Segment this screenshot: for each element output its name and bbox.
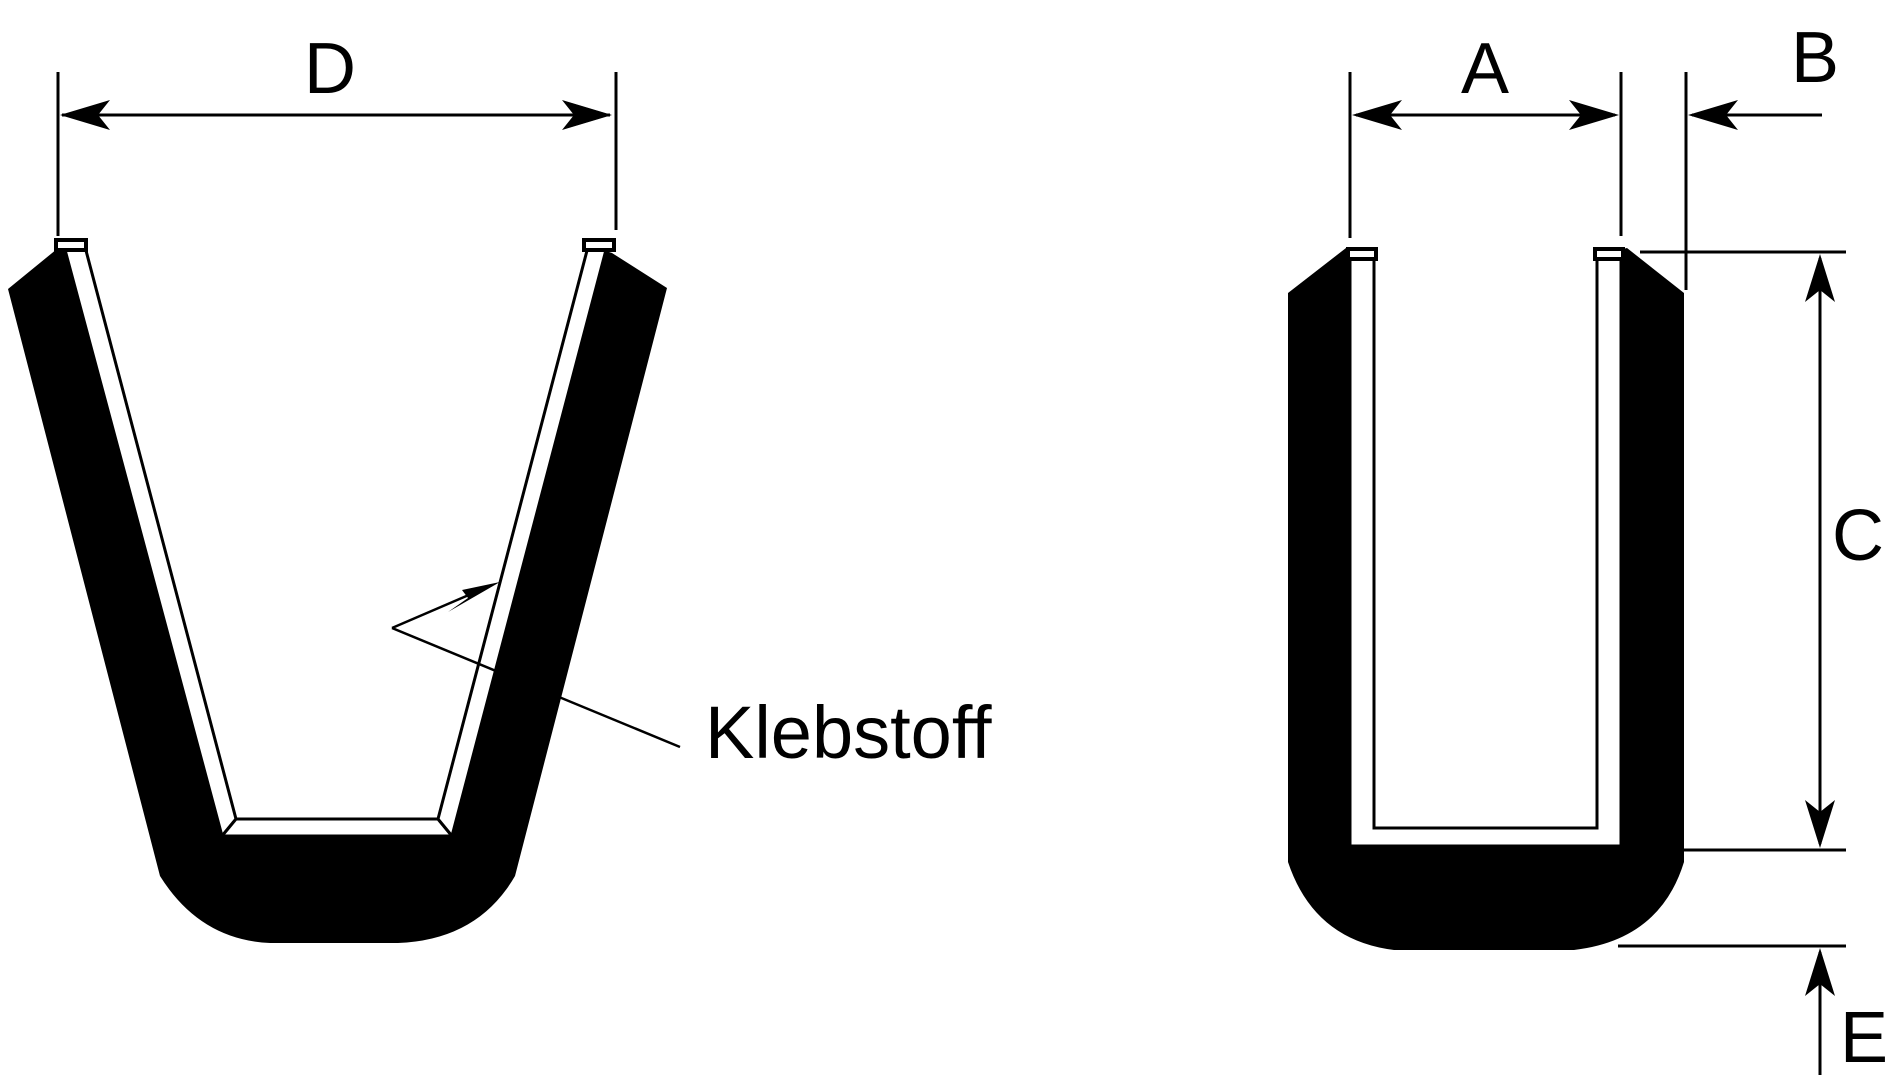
v-profile-group <box>8 238 667 943</box>
u-inner-cavity <box>1381 255 1590 821</box>
dimension-a: A <box>1348 29 1623 238</box>
v-inner-cavity <box>92 247 580 812</box>
dim-d-label: D <box>304 29 356 109</box>
v-profile-body <box>8 244 667 943</box>
dim-a-label: A <box>1461 29 1509 109</box>
adhesive-label: Klebstoff <box>705 691 992 774</box>
v-adhesive-layer-bottom <box>218 817 456 838</box>
dim-c-arrow-top <box>1805 254 1835 302</box>
adhesive-callout: Klebstoff <box>391 582 992 774</box>
dimension-d: D <box>56 29 618 236</box>
v-end-tab-right <box>582 238 616 252</box>
callout-leader-lower <box>391 626 681 749</box>
callout-arrowhead <box>448 582 500 612</box>
u-end-tab-right <box>1593 247 1625 261</box>
dim-e-arrow <box>1805 948 1835 996</box>
u-profile-group <box>1288 247 1684 950</box>
dimension-c: C <box>1640 250 1884 852</box>
dimension-e: E <box>1618 944 1888 1078</box>
dim-e-label: E <box>1840 998 1888 1078</box>
dimension-b: B <box>1684 18 1839 290</box>
u-end-tab-left <box>1346 247 1378 261</box>
dim-a-arrow-left <box>1352 100 1402 130</box>
dim-c-arrow-bottom <box>1805 800 1835 848</box>
dim-d-arrow-right <box>562 100 612 130</box>
dim-d-arrow-left <box>60 100 110 130</box>
dim-b-arrow <box>1688 100 1738 130</box>
v-end-tab-left <box>54 238 88 252</box>
u-profile-body <box>1288 248 1684 950</box>
dim-a-arrow-right <box>1569 100 1619 130</box>
dim-b-label: B <box>1791 18 1839 98</box>
dim-c-label: C <box>1832 496 1884 576</box>
